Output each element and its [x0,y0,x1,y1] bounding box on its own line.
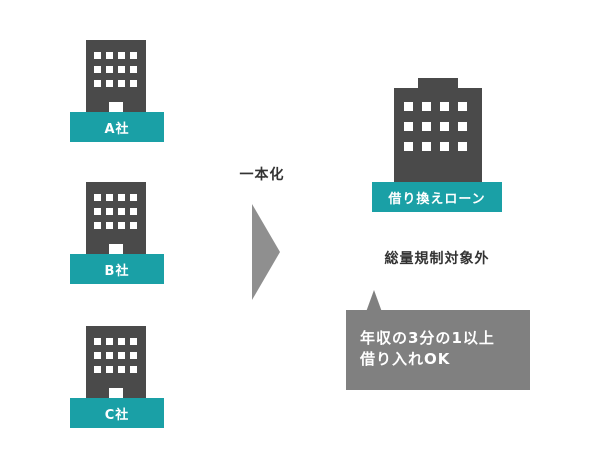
note-line-1: 年収の3分の1以上 [360,329,495,347]
bubble-tail [366,290,382,312]
building-a-icon [86,40,146,112]
company-b: B社 [70,182,164,284]
company-b-label: B社 [70,254,164,284]
building-b-icon [86,182,146,254]
result-label: 借り換えローン [372,182,502,212]
arrow-right-icon [252,204,280,300]
note-bubble: 年収の3分の1以上 借り入れOK [346,310,530,390]
company-c: C社 [70,326,164,428]
result-building-icon [394,78,482,188]
building-c-icon [86,326,146,398]
company-a: A社 [70,40,164,142]
note-line-2: 借り入れOK [360,350,451,368]
result-caption: 総量規制対象外 [384,251,490,267]
company-a-label: A社 [70,112,164,142]
merge-label: 一本化 [239,167,285,183]
company-c-label: C社 [70,398,164,428]
